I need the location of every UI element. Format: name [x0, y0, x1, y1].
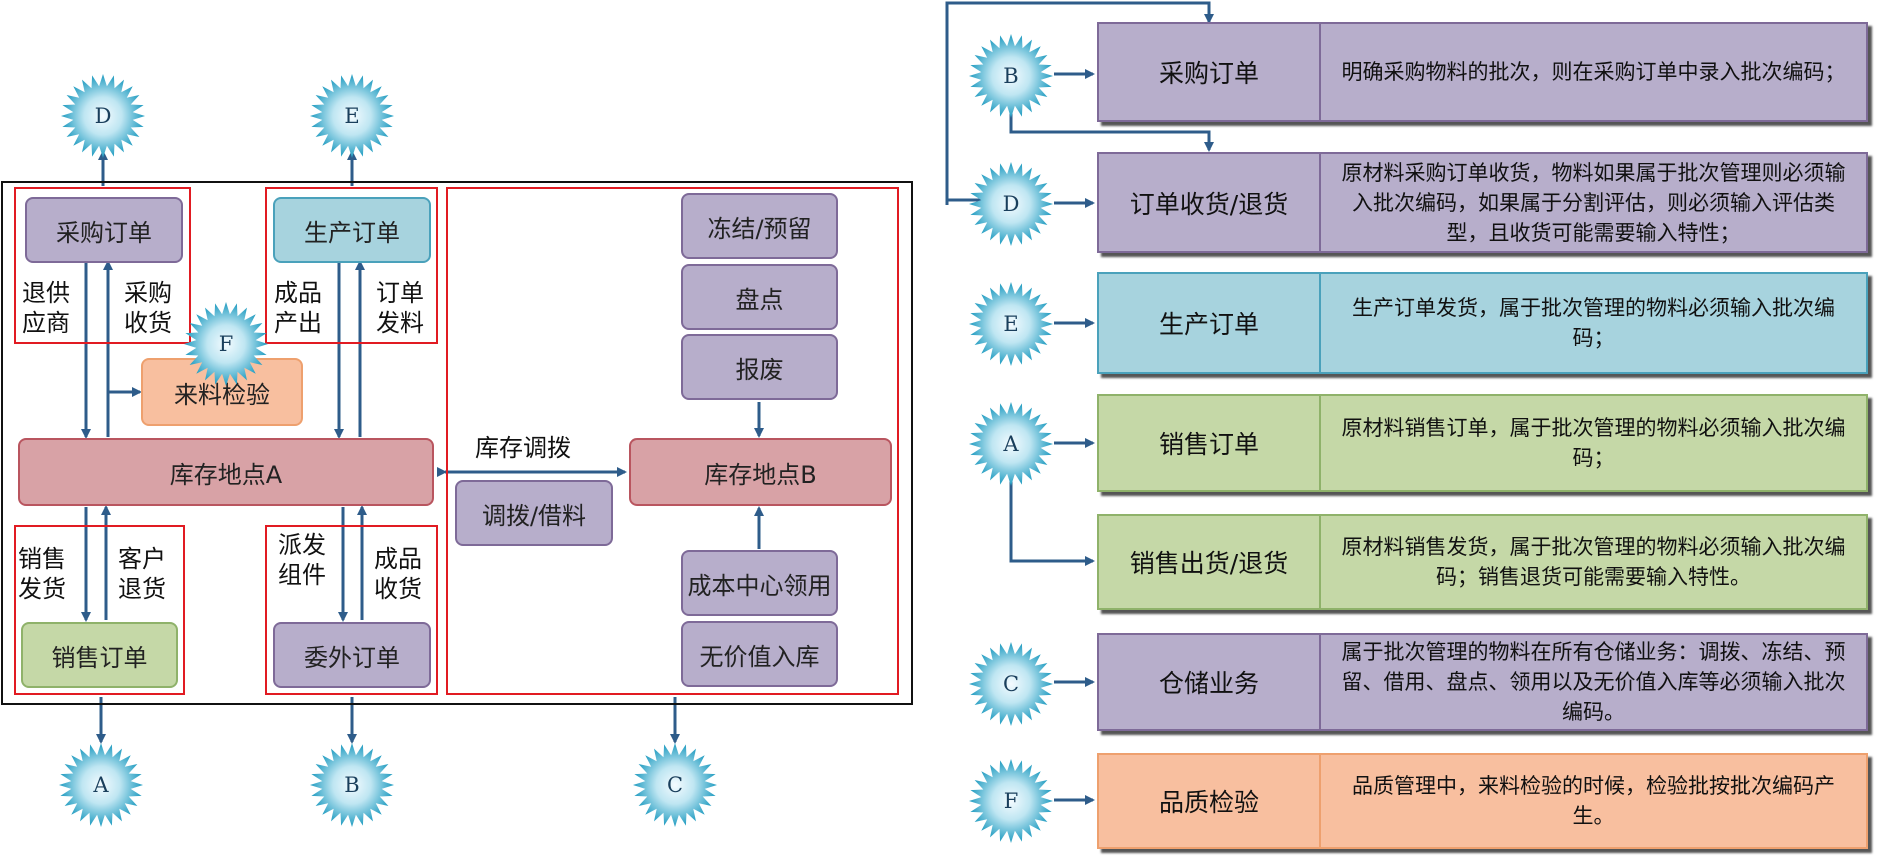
star-f-letter: F — [218, 332, 234, 356]
subcontract-order-box: 委外订单 — [273, 622, 431, 688]
star-d-letter: D — [94, 104, 112, 128]
incoming-inspection-box: 来料检验 — [141, 358, 303, 426]
location-a-box: 库存地点A — [18, 438, 434, 506]
star-letter: E — [1003, 312, 1019, 336]
label-order-issue-text: 订单 发料 — [376, 279, 424, 337]
legend-row-description: 属于批次管理的物料在所有仓储业务：调拨、冻结、预留、借用、盘点、领用以及无价值入… — [1341, 640, 1846, 724]
star-e-letter: E — [344, 104, 360, 128]
legend-row: 销售出货/退货原材料销售发货，属于批次管理的物料必须输入批次编码；销售退货可能需… — [1097, 514, 1868, 610]
cost-center-box: 成本中心领用 — [681, 550, 838, 616]
sales-frame — [14, 525, 185, 695]
no-value-in-box: 无价值入库 — [681, 621, 838, 687]
warehouse-frame — [446, 187, 899, 695]
label-finished-receipt-text: 成品 收货 — [374, 545, 422, 603]
star-a-icon: A — [967, 400, 1055, 488]
transfer-label: 库存调拨 — [475, 434, 571, 462]
star-c-icon: C — [967, 640, 1055, 728]
legend-row: 品质检验品质管理中，来料检验的时候，检验批按批次编码产生。 — [1097, 753, 1868, 849]
purchase-frame — [14, 187, 191, 344]
legend-row-name: 销售出货/退货 — [1099, 516, 1321, 608]
star-letter: A — [1003, 432, 1019, 456]
production-order-box: 生产订单 — [273, 197, 431, 263]
sales-order-box: 销售订单 — [21, 622, 178, 688]
connector-a-to-delivery — [1009, 478, 1095, 566]
legend-row: 采购订单明确采购物料的批次，则在采购订单中录入批次编码； — [1097, 22, 1868, 122]
connector-top-loop — [945, 1, 1214, 205]
label-finished-output: 成品 产出 — [272, 278, 324, 338]
scrap-box: 报废 — [681, 334, 838, 400]
star-d-icon: D — [59, 72, 147, 160]
label-sales-ship-text: 销售 发货 — [18, 545, 66, 603]
connector-b-to-receipt — [1009, 110, 1214, 152]
transfer-borrow-box: 调拨/借料 — [455, 480, 613, 546]
label-dispatch-parts: 派发 组件 — [276, 530, 328, 590]
legend-row-name: 订单收货/退货 — [1099, 154, 1321, 251]
star-letter: B — [1003, 64, 1019, 88]
label-purchase-receipt: 采购 收货 — [122, 278, 174, 338]
legend-row-description: 生产订单发货，属于批次管理的物料必须输入批次编码； — [1352, 296, 1835, 350]
legend-row-description: 原材料采购订单收货，物料如果属于批次管理则必须输入批次编码，如果属于分割评估，则… — [1341, 160, 1846, 245]
label-customer-return-text: 客户 退货 — [118, 545, 166, 603]
star-c-icon: C — [631, 741, 719, 829]
purchase-order-box: 采购订单 — [25, 197, 183, 263]
label-finished-output-text: 成品 产出 — [274, 279, 322, 337]
legend-row: 仓储业务属于批次管理的物料在所有仓储业务：调拨、冻结、预留、借用、盘点、领用以及… — [1097, 633, 1868, 731]
label-return-vendor: 退供 应商 — [20, 278, 72, 338]
legend-row-name: 品质检验 — [1099, 755, 1321, 847]
legend-row-name: 采购订单 — [1099, 24, 1321, 120]
legend-row-name: 仓储业务 — [1099, 635, 1321, 729]
legend-row: 订单收货/退货原材料采购订单收货，物料如果属于批次管理则必须输入批次编码，如果属… — [1097, 152, 1868, 253]
legend-row-name: 销售订单 — [1099, 396, 1321, 490]
label-finished-receipt: 成品 收货 — [372, 544, 424, 604]
star-b-icon: B — [967, 32, 1055, 120]
star-f-icon: F — [967, 757, 1055, 845]
star-b-icon: B — [308, 741, 396, 829]
production-frame — [265, 187, 438, 344]
process-container — [1, 181, 913, 705]
star-d-icon: D — [967, 160, 1055, 248]
label-order-issue: 订单 发料 — [374, 278, 426, 338]
label-sales-ship: 销售 发货 — [16, 544, 68, 604]
legend-row: 生产订单生产订单发货，属于批次管理的物料必须输入批次编码； — [1097, 272, 1868, 374]
star-a-icon: A — [57, 741, 145, 829]
star-f-icon: F — [182, 300, 270, 388]
star-a-letter: A — [93, 773, 109, 797]
legend-row-name: 生产订单 — [1099, 274, 1321, 372]
star-letter: D — [1002, 192, 1020, 216]
label-return-vendor-text: 退供 应商 — [22, 279, 70, 337]
legend-row-description: 原材料销售订单，属于批次管理的物料必须输入批次编码； — [1341, 416, 1846, 470]
legend-row-description: 品质管理中，来料检验的时候，检验批按批次编码产生。 — [1352, 774, 1835, 828]
label-customer-return: 客户 退货 — [116, 544, 168, 604]
star-e-icon: E — [308, 72, 396, 160]
legend-row: 销售订单原材料销售订单，属于批次管理的物料必须输入批次编码； — [1097, 394, 1868, 492]
legend-row-description: 明确采购物料的批次，则在采购订单中录入批次编码； — [1341, 60, 1846, 84]
label-purchase-receipt-text: 采购 收货 — [124, 279, 172, 337]
subcontract-frame — [265, 525, 438, 695]
star-b-letter: B — [344, 773, 360, 797]
stocktake-box: 盘点 — [681, 264, 838, 330]
freeze-reserve-box: 冻结/预留 — [681, 193, 838, 259]
star-letter: F — [1003, 789, 1019, 813]
legend-row-description: 原材料销售发货，属于批次管理的物料必须输入批次编码；销售退货可能需要输入特性。 — [1341, 535, 1846, 589]
star-c-letter: C — [666, 773, 684, 797]
star-e-icon: E — [967, 280, 1055, 368]
star-letter: C — [1002, 672, 1020, 696]
location-b-box: 库存地点B — [629, 438, 892, 506]
label-dispatch-parts-text: 派发 组件 — [278, 531, 326, 589]
